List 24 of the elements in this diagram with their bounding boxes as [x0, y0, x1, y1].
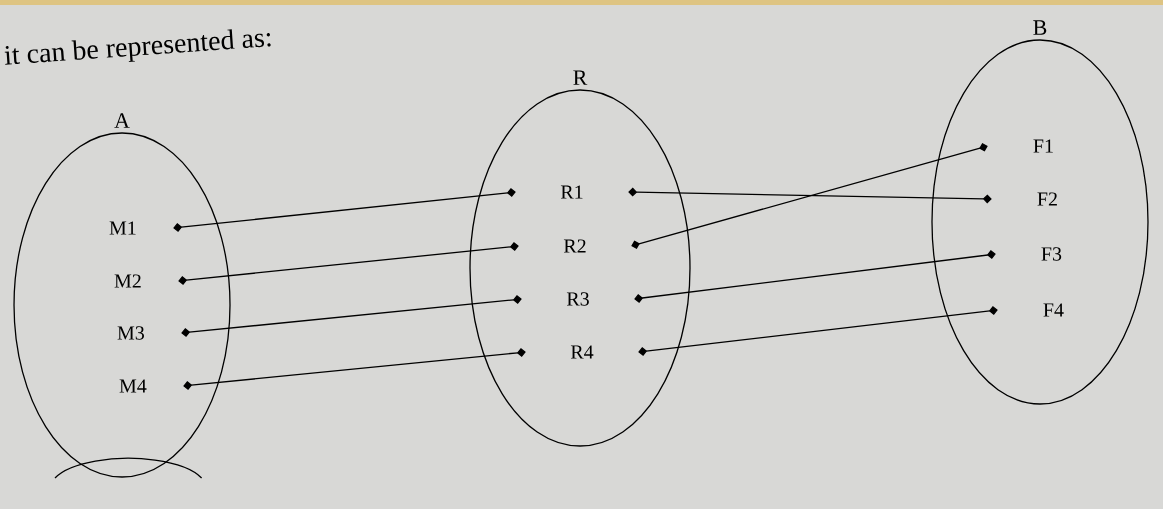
element-label: R4	[570, 345, 594, 359]
element-label: F3	[1041, 247, 1062, 261]
node-label: R	[573, 70, 588, 85]
connector-line	[178, 242, 519, 285]
element-label: R2	[563, 239, 586, 253]
element-label: R1	[560, 185, 583, 199]
connector-line	[638, 306, 998, 356]
element-label: F4	[1043, 303, 1064, 317]
element-label: M4	[119, 379, 147, 393]
connector-line	[628, 187, 992, 204]
element-label: M1	[109, 221, 136, 235]
element-label: M2	[114, 274, 141, 288]
connector-line	[631, 142, 988, 250]
element-label: M3	[117, 326, 144, 340]
connector-line	[173, 188, 516, 232]
element-label: F2	[1037, 192, 1057, 206]
element-label: F1	[1033, 139, 1053, 153]
connector-line	[181, 294, 522, 338]
connector-line	[183, 347, 526, 391]
connector-line	[634, 250, 996, 303]
intro-text: it can be represented as:	[4, 29, 271, 65]
node-label: A	[114, 113, 130, 128]
element-label: R3	[566, 292, 589, 306]
node-label: B	[1033, 20, 1047, 35]
